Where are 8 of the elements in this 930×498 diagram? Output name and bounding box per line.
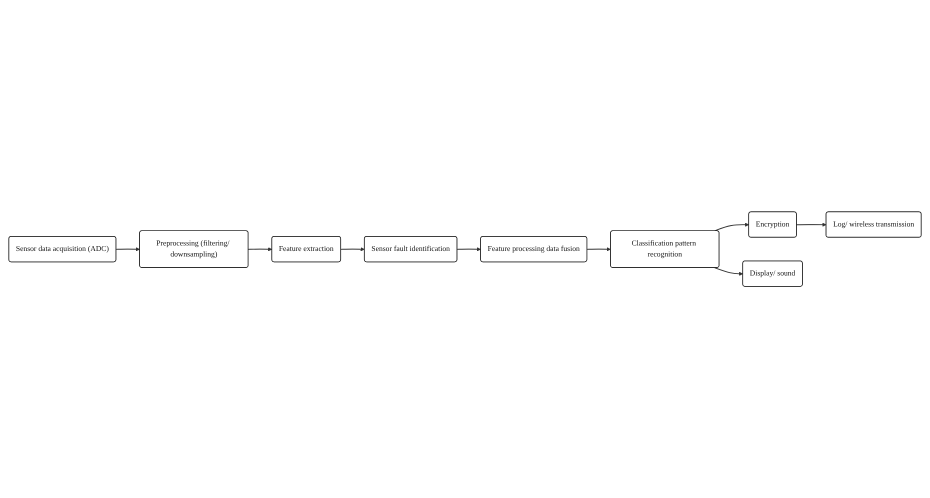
arrow [248, 247, 272, 252]
arrow [586, 247, 611, 252]
arrow [796, 222, 826, 227]
arrow [340, 247, 365, 252]
arrow [456, 247, 481, 252]
arrow [116, 247, 140, 252]
arrow [714, 267, 744, 276]
arrow [714, 222, 750, 232]
